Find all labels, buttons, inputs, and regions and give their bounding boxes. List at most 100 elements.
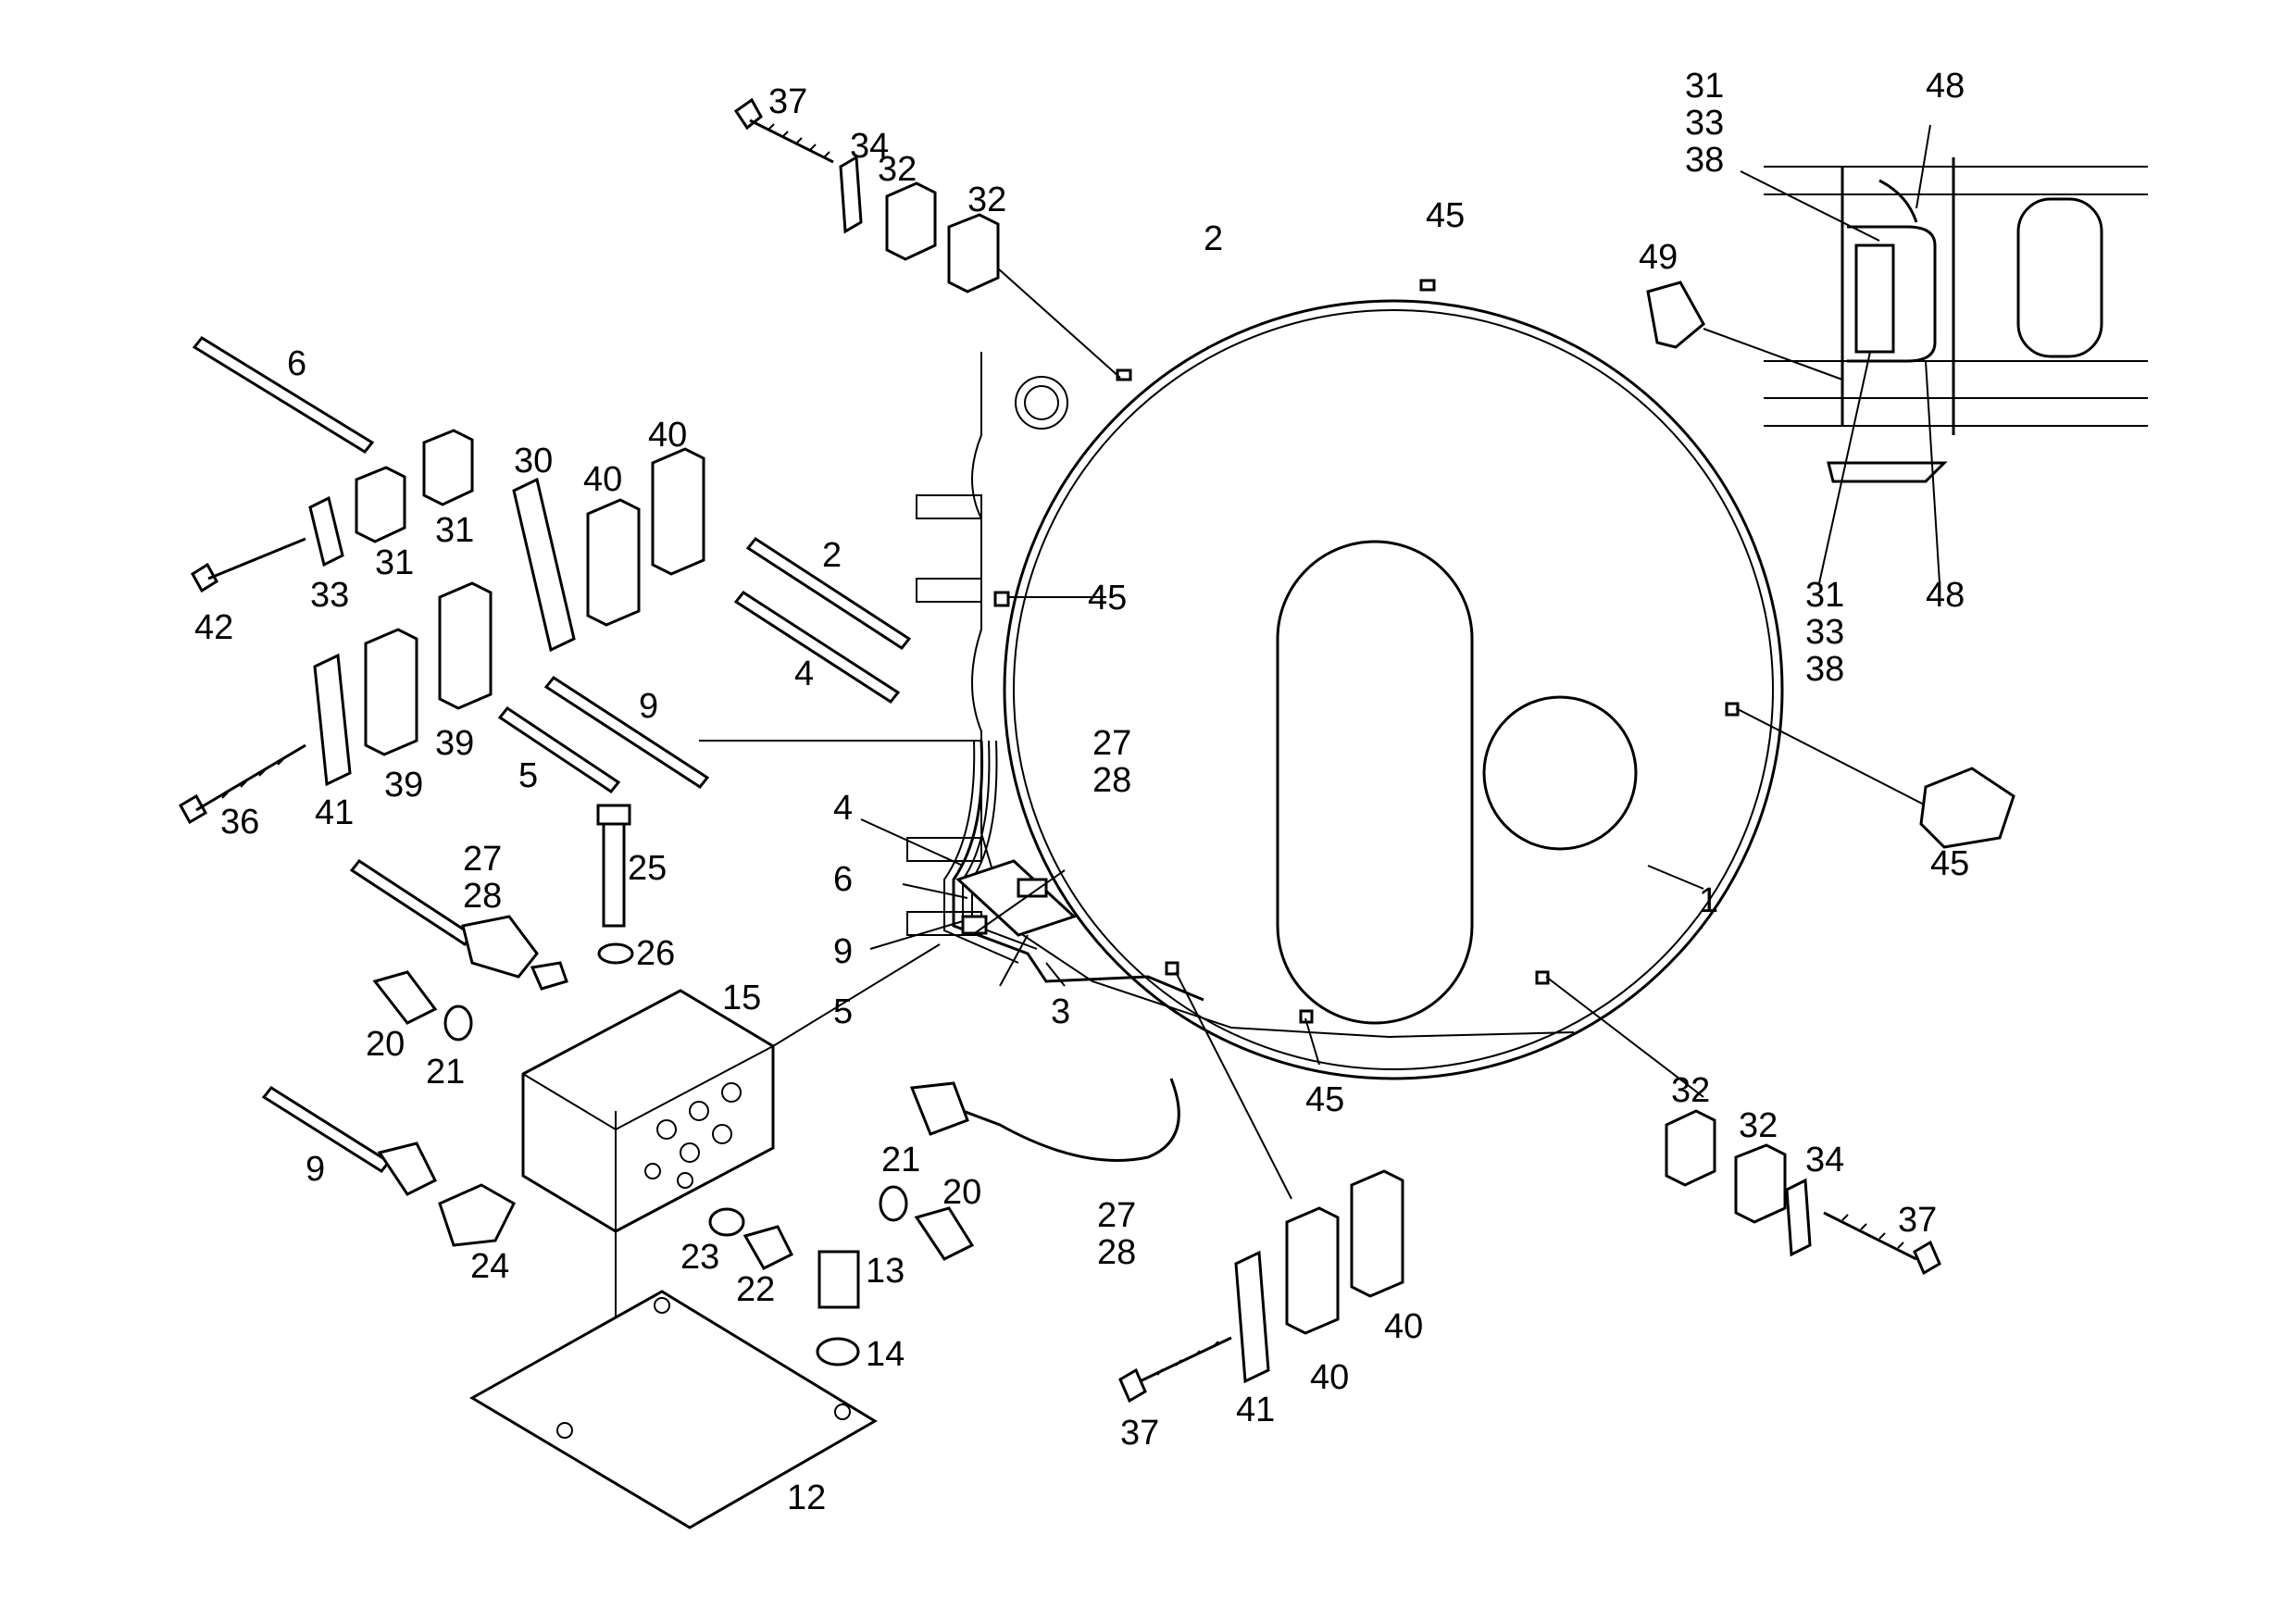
fitting-24 (438, 1183, 516, 1247)
callout-label-1: 1 (1699, 881, 1718, 920)
washer-21-right (879, 1185, 908, 1222)
pipe-bundle (943, 740, 1204, 1002)
callout-label-31: 31 (1805, 576, 1844, 615)
callout-label-40: 40 (1310, 1358, 1349, 1397)
bolt-37-top (733, 97, 763, 131)
callout-label-45: 45 (1426, 196, 1465, 235)
clamp-39-b (364, 628, 418, 756)
callout-label-14: 14 (866, 1335, 905, 1374)
callout-label-39: 39 (435, 724, 474, 763)
clamp-39-a (438, 581, 493, 710)
screw-25 (602, 813, 626, 928)
upper-left-clamp-group (190, 336, 705, 653)
callout-label-25: 25 (628, 849, 667, 888)
clamp-32-top-b (947, 213, 1000, 293)
callout-label-28: 28 (1092, 761, 1131, 800)
clamp-32-top-a (885, 181, 937, 261)
bolt-37-lr (1913, 1240, 1941, 1276)
bolt-36 (178, 793, 208, 825)
callout-label-26: 26 (636, 934, 675, 973)
callout-label-22: 22 (736, 1270, 775, 1309)
callout-label-37: 37 (1120, 1414, 1159, 1453)
clamp-31-b (355, 466, 406, 543)
fitting-45-right (1735, 707, 2015, 849)
callout-label-2: 2 (822, 536, 842, 575)
leader-lines (860, 124, 1940, 1066)
callout-label-41: 41 (315, 793, 354, 832)
clamp-40-a (586, 498, 641, 627)
tube-9 (543, 676, 710, 789)
screw-13 (817, 1250, 860, 1309)
callout-label-38: 38 (1685, 141, 1724, 180)
callout-label-28: 28 (463, 877, 502, 916)
callout-label-32: 32 (1739, 1106, 1778, 1145)
detail-inset (1646, 157, 2148, 483)
clamp-40-b (651, 447, 705, 576)
bolt-37-lc (1118, 1367, 1147, 1404)
tube-9-lower (261, 1086, 392, 1173)
callout-label-21: 21 (881, 1141, 920, 1179)
callout-label-12: 12 (787, 1479, 826, 1517)
housing-outline (906, 352, 1575, 1039)
callout-label-4: 4 (794, 655, 814, 693)
clamp-31-a (422, 429, 474, 506)
top-bracket-group (733, 97, 1121, 379)
manifold-group (261, 804, 1180, 1529)
washer-plate-34-lr (1785, 1178, 1812, 1257)
callout-label-40: 40 (1384, 1307, 1423, 1346)
ring-assembly (993, 279, 1784, 1080)
callout-label-34: 34 (850, 127, 889, 166)
callout-label-27: 27 (1092, 724, 1131, 763)
plate-41-lc (1234, 1250, 1270, 1384)
callout-label-32: 32 (878, 150, 917, 189)
callout-label-28: 28 (1097, 1233, 1136, 1272)
callout-label-45: 45 (1930, 844, 1969, 883)
plate-33 (308, 495, 344, 568)
block-15 (521, 989, 775, 1233)
plate-12 (469, 1290, 878, 1529)
callout-label-36: 36 (220, 803, 259, 842)
clamp-40-lc-a (1350, 1169, 1404, 1298)
callout-label-6: 6 (833, 860, 853, 899)
washer-21-left (443, 1004, 473, 1042)
tube-5 (497, 705, 621, 794)
cable-27-28-left (349, 858, 475, 947)
callout-label-24: 24 (470, 1247, 509, 1286)
lower-left-clamp-group (178, 581, 493, 825)
clip-45-left (993, 591, 1010, 607)
plate-30 (512, 477, 576, 653)
callout-label-15: 15 (722, 979, 761, 1017)
callout-label-9: 9 (639, 687, 658, 726)
callout-label-9: 9 (306, 1150, 325, 1189)
tube-6 (192, 336, 375, 454)
fitting-20-right (914, 1206, 975, 1261)
callout-label-33: 33 (1685, 104, 1724, 143)
callout-label-32: 32 (967, 181, 1006, 219)
drum-hole (1482, 695, 1638, 851)
lower-center-clamp-group (1118, 971, 1404, 1404)
callout-label-40: 40 (583, 460, 622, 499)
callout-label-13: 13 (866, 1252, 905, 1291)
tube-2 (745, 537, 912, 650)
fitting-20-left (372, 970, 438, 1025)
drum-slot (1276, 540, 1474, 1025)
clamp-40-lc-b (1285, 1206, 1340, 1335)
callout-label-20: 20 (366, 1025, 405, 1064)
washer-23 (708, 1207, 745, 1237)
callout-label-27: 27 (1097, 1196, 1136, 1235)
callout-label-21: 21 (426, 1053, 465, 1092)
callout-label-20: 20 (942, 1173, 981, 1212)
tube-4 (733, 591, 901, 704)
callout-label-23: 23 (680, 1238, 719, 1277)
callout-label-9: 9 (833, 932, 853, 971)
callout-label-6: 6 (287, 344, 306, 383)
clamp-32-lr-b (1734, 1143, 1787, 1224)
callout-label-45: 45 (1088, 579, 1127, 618)
callout-label-37: 37 (1898, 1201, 1937, 1240)
callout-label-40: 40 (648, 416, 687, 455)
callout-label-30: 30 (514, 442, 553, 480)
callout-label-4: 4 (833, 789, 853, 828)
washer-plate-34-top (839, 155, 863, 234)
